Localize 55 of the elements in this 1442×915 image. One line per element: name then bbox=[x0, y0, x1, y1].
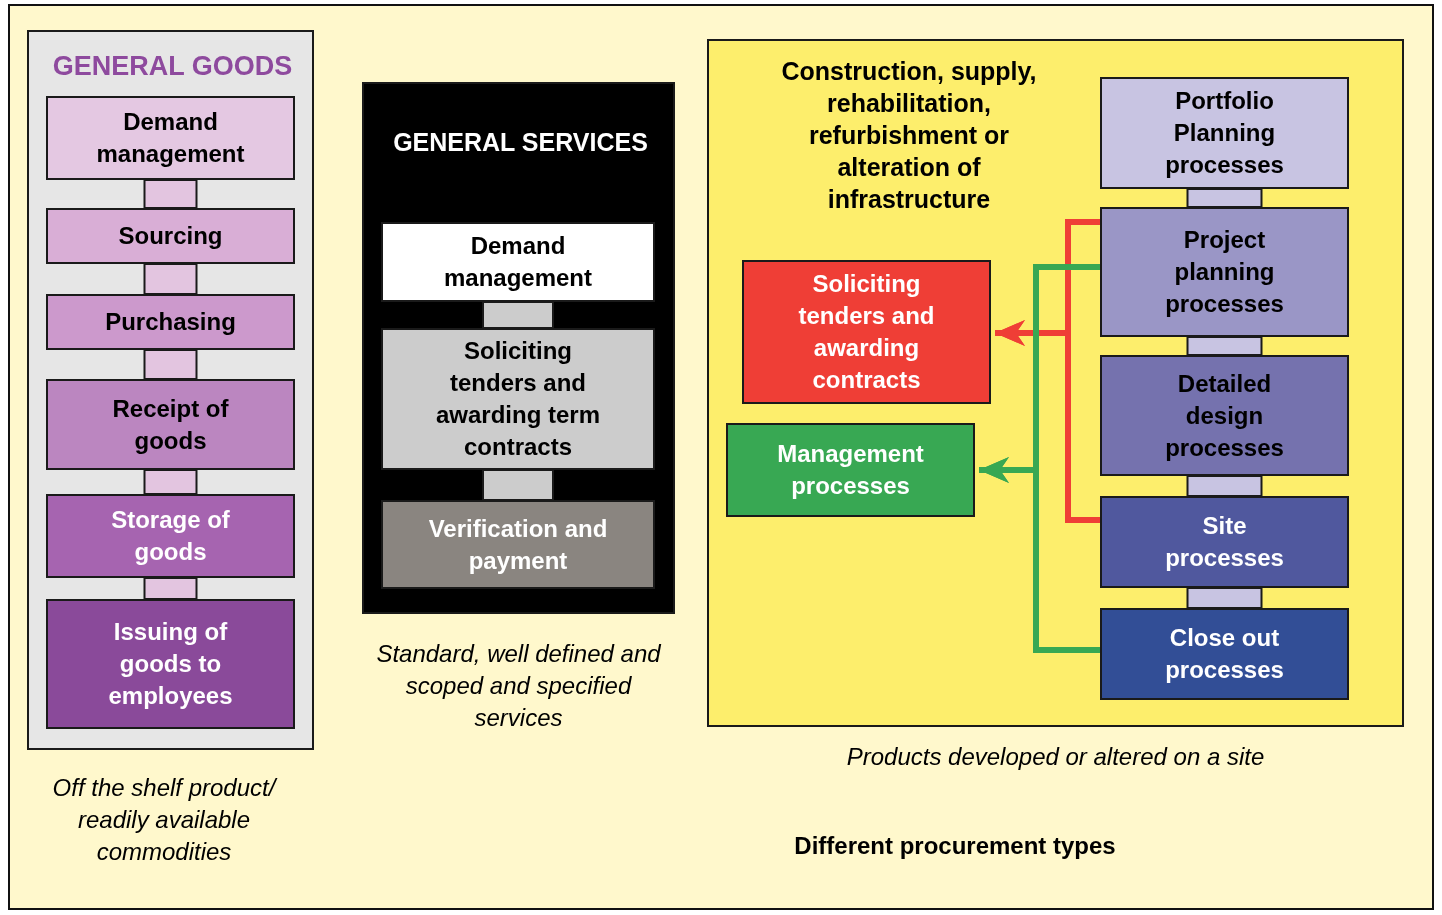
process-box bbox=[381, 500, 655, 589]
process-box bbox=[381, 328, 655, 470]
process-box bbox=[726, 423, 975, 517]
panel-caption: Standard, well defined and scoped and specified services bbox=[376, 639, 661, 733]
connector-bar bbox=[1186, 475, 1263, 497]
process-box bbox=[742, 260, 991, 404]
diagram-caption: Different procurement types bbox=[793, 831, 1117, 861]
arrow bbox=[979, 457, 1100, 653]
process-box bbox=[1100, 496, 1349, 588]
panel bbox=[362, 82, 675, 614]
box-label: Purchasing bbox=[104, 307, 237, 337]
process-box bbox=[1100, 608, 1349, 700]
connector-bar bbox=[143, 469, 198, 495]
process-box bbox=[46, 379, 295, 470]
process-box bbox=[381, 222, 655, 302]
process-box bbox=[46, 96, 295, 180]
box-label: Close out processes bbox=[1164, 623, 1285, 685]
panel-heading: GENERAL GOODS bbox=[51, 50, 294, 82]
box-label: Management processes bbox=[776, 439, 925, 501]
panel-heading: Construction, supply, rehabilitation, refurbishment or alteration of infrastructure bbox=[780, 56, 1038, 215]
connector-bar bbox=[1186, 336, 1263, 356]
box-label: Project planning processes bbox=[1164, 225, 1285, 319]
box-label: Issuing of goods to employees bbox=[107, 617, 234, 711]
panel-caption: Off the shelf product/ readily available commodities bbox=[51, 773, 279, 867]
connector-bar bbox=[1186, 188, 1263, 208]
process-box bbox=[46, 208, 295, 264]
connector-bar bbox=[1186, 587, 1263, 609]
process-box bbox=[46, 494, 295, 578]
panel bbox=[27, 30, 314, 750]
box-label: Site processes bbox=[1164, 511, 1285, 573]
arrow bbox=[995, 320, 1100, 523]
connector-bar bbox=[143, 577, 198, 600]
box-label: Soliciting tenders and awarding contracts bbox=[797, 269, 936, 395]
panel-heading: GENERAL SERVICES bbox=[392, 127, 649, 158]
box-label: Portfolio Planning processes bbox=[1164, 86, 1285, 180]
connector-bar bbox=[143, 263, 198, 295]
box-label: Detailed design processes bbox=[1164, 368, 1285, 463]
process-box bbox=[46, 599, 295, 729]
panel-caption: Products developed or altered on a site bbox=[845, 742, 1266, 772]
box-label: Demand management bbox=[442, 231, 593, 293]
box-label: Receipt of goods bbox=[111, 393, 230, 456]
process-box bbox=[1100, 207, 1349, 337]
connector-bar bbox=[143, 349, 198, 380]
connector-bar bbox=[482, 469, 554, 501]
box-label: Demand management bbox=[95, 107, 246, 169]
box-label: Storage of goods bbox=[110, 505, 231, 567]
connector-bar bbox=[143, 179, 198, 209]
connector-bar bbox=[482, 301, 554, 329]
process-box bbox=[1100, 77, 1349, 189]
box-label: Soliciting tenders and awarding term contracts bbox=[434, 336, 601, 462]
process-box bbox=[46, 294, 295, 350]
box-label: Verification and payment bbox=[427, 513, 609, 576]
process-box bbox=[1100, 355, 1349, 476]
box-label: Sourcing bbox=[117, 221, 224, 251]
panel bbox=[707, 39, 1404, 727]
